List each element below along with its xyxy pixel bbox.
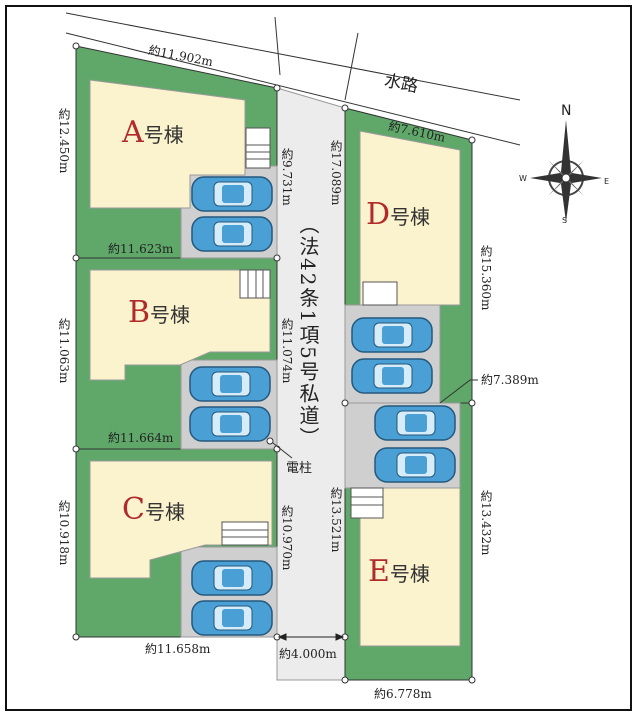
car-icon (351, 358, 433, 394)
boundary-marker (341, 676, 349, 684)
building-a-letter: A (122, 115, 144, 150)
dim-b-left: 約11.063m (57, 318, 71, 384)
building-a-footprint (89, 79, 246, 209)
building-d-suffix: 号棟 (390, 205, 431, 229)
car-icon (191, 560, 273, 596)
building-e-label: E号棟 (368, 557, 430, 587)
boundary-marker (72, 42, 80, 50)
car-icon (189, 406, 271, 442)
building-d-footprint (359, 130, 461, 306)
building-footprints (89, 79, 461, 647)
dim-de-split: 約7.389m (481, 373, 539, 387)
dim-a-left: 約12.450m (57, 108, 71, 174)
utility-pole-leader (272, 442, 293, 459)
dim-b-bottom: 約11.664m (108, 431, 174, 445)
dim-c-left: 約10.918m (57, 500, 71, 566)
boundary-marker (468, 136, 476, 144)
parked-cars (189, 176, 456, 636)
dim-road-width: 約4.000m (279, 647, 337, 661)
car-icon (191, 600, 273, 636)
building-c-letter: C (122, 492, 145, 527)
car-icon (374, 447, 456, 483)
dim-e-right: 約13.432m (479, 490, 493, 556)
building-d-label: D号棟 (366, 200, 430, 230)
building-b-label: B号棟 (128, 298, 190, 328)
dim-b-right: 約11.074m (280, 318, 294, 384)
road-width-arrow (277, 633, 345, 641)
entrance-steps (221, 127, 398, 546)
boundary-marker (341, 399, 349, 407)
car-icon (191, 216, 273, 252)
boundary-markers (72, 42, 476, 684)
boundary-marker (72, 633, 80, 641)
car-icon (189, 366, 271, 402)
building-e-letter: E (368, 554, 390, 589)
dim-a-bottom: 約11.623m (108, 242, 174, 256)
dim-c-right: 約10.970m (280, 505, 294, 571)
compass-s: S (562, 216, 568, 225)
boundary-marker (341, 104, 349, 112)
compass-w: W (519, 174, 527, 183)
utility-pole-icon (266, 437, 274, 445)
boundary-marker (273, 84, 281, 92)
waterway-lines (65, 12, 521, 146)
building-b-suffix: 号棟 (150, 303, 191, 327)
building-a-label: A号棟 (122, 118, 184, 148)
frame-border (5, 5, 632, 711)
car-icon (191, 176, 273, 212)
building-a-suffix: 号棟 (143, 123, 184, 147)
building-c-suffix: 号棟 (144, 500, 185, 524)
boundary-marker (468, 676, 476, 684)
compass-rose-icon (530, 120, 602, 222)
boundary-marker (72, 254, 80, 262)
building-b-letter: B (128, 295, 151, 330)
building-d-letter: D (366, 197, 391, 232)
car-icon (351, 317, 433, 353)
dim-a-right: 約9.731m (280, 148, 294, 206)
split-leader (439, 379, 471, 404)
boundary-marker (273, 445, 281, 453)
utility-pole-label: 電柱 (286, 461, 313, 476)
compass-e: E (604, 177, 610, 186)
car-icon (374, 405, 456, 441)
building-e-footprint (359, 487, 461, 647)
dim-d-left: 約17.089m (329, 140, 343, 206)
building-c-label: C号棟 (122, 495, 185, 525)
building-c-footprint (89, 460, 273, 579)
boundary-marker (468, 399, 476, 407)
dim-c-bottom: 約11.658m (145, 642, 211, 656)
dim-e-left: 約13.521m (329, 487, 343, 553)
boundary-marker (273, 254, 281, 262)
building-e-suffix: 号棟 (389, 562, 430, 586)
dim-e-bottom: 約6.778m (374, 687, 432, 701)
dim-d-right: 約15.360m (479, 245, 493, 311)
boundary-marker (72, 445, 80, 453)
compass-n: N (561, 103, 572, 119)
road-label: （法42条1項5号私道） (296, 214, 320, 449)
